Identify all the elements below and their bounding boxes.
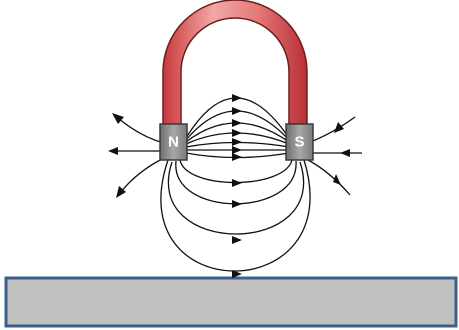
north-pole: N bbox=[160, 124, 187, 160]
field-line-left-down bbox=[120, 158, 164, 193]
north-pole-label: N bbox=[168, 134, 179, 151]
arrow-right-mid bbox=[340, 149, 350, 157]
arrow-inner-6 bbox=[232, 153, 242, 161]
south-pole-label: S bbox=[294, 134, 304, 151]
field-line-right-up bbox=[308, 117, 355, 143]
field-line-loop-3 bbox=[168, 162, 303, 234]
field-line-right-down bbox=[308, 160, 350, 195]
arrow-loop-2 bbox=[232, 200, 242, 208]
field-line-inner-2 bbox=[186, 111, 289, 140]
arrow-inner-5 bbox=[232, 138, 242, 146]
arrow-straight bbox=[232, 146, 242, 154]
horseshoe-magnet-body bbox=[163, 0, 307, 124]
arrow-loop-3 bbox=[232, 236, 242, 244]
arrow-inner-4 bbox=[232, 129, 242, 137]
arrow-left-mid bbox=[108, 147, 118, 155]
arrow-left-up bbox=[112, 113, 124, 124]
field-arrows bbox=[108, 94, 350, 278]
south-pole: S bbox=[286, 124, 313, 160]
arrow-inner-3 bbox=[232, 119, 242, 127]
iron-plate bbox=[6, 278, 456, 326]
arrow-inner-2 bbox=[232, 107, 242, 115]
arrow-inner-1 bbox=[232, 94, 242, 102]
arrow-loop-1 bbox=[232, 179, 242, 187]
field-line-left-up bbox=[118, 118, 164, 143]
arrow-right-down bbox=[333, 174, 341, 185]
arrow-right-up bbox=[334, 122, 344, 133]
field-line-loop-1 bbox=[180, 160, 292, 183]
